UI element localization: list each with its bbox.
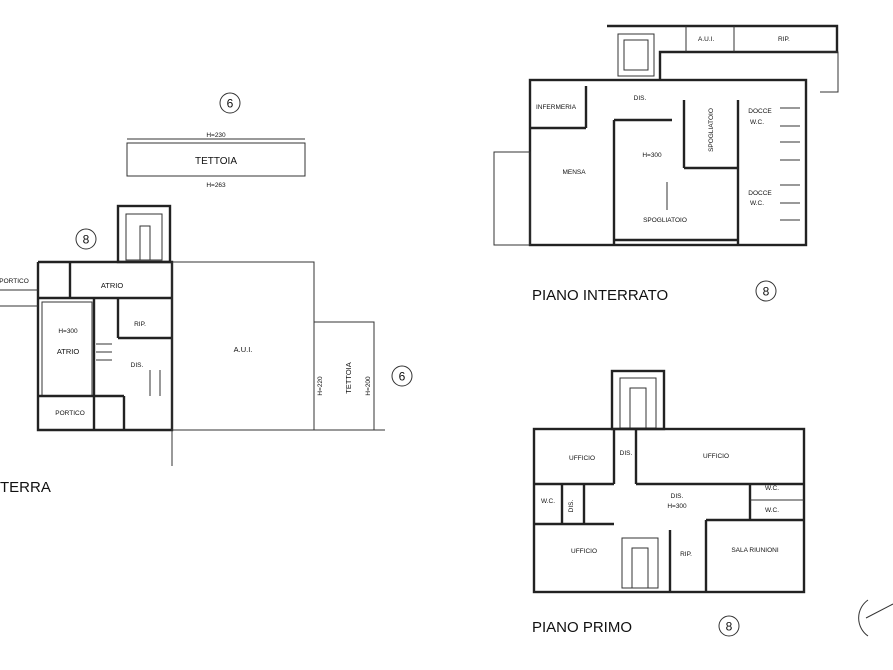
room-label-sala-riunioni: SALA RIUNIONI bbox=[731, 547, 779, 554]
room-label-wc-first: W.C. bbox=[541, 498, 555, 505]
room-label-portico-left: PORTICO bbox=[0, 278, 29, 285]
first-floor-title: PIANO PRIMO bbox=[532, 619, 632, 636]
room-height-label-basement: H=300 bbox=[642, 152, 662, 159]
room-label-ufficio-2: UFFICIO bbox=[703, 453, 729, 460]
room-label-spogliatoio-lower: SPOGLIATOIO bbox=[643, 217, 687, 224]
room-label-dis-basement: DIS. bbox=[634, 95, 647, 102]
canopy-side bbox=[313, 321, 375, 431]
first-floor-plan: UFFICIO DIS. UFFICIO W.C. DIS. DIS. H=30… bbox=[532, 369, 893, 637]
section-marker-6-top bbox=[219, 92, 241, 114]
room-label-infermeria: INFERMERIA bbox=[536, 104, 577, 111]
room-label-wc-lower: W.C. bbox=[765, 507, 779, 514]
room-label-docce-lower: DOCCE bbox=[748, 190, 772, 197]
svg-text:DIS.: DIS. bbox=[568, 499, 575, 512]
svg-text:6: 6 bbox=[227, 97, 234, 111]
ground-floor-plan: TETTOIA H=230 H=263 6 8 PORTICO ATRIO bbox=[0, 92, 413, 496]
room-label-atrio-lower: ATRIO bbox=[57, 347, 80, 356]
section-marker-8-first bbox=[718, 615, 740, 637]
svg-text:8: 8 bbox=[83, 233, 90, 247]
section-marker-8-ground bbox=[75, 228, 97, 250]
room-label-atrio-upper: ATRIO bbox=[101, 281, 124, 290]
canopy-top bbox=[126, 142, 306, 177]
svg-text:8: 8 bbox=[726, 620, 733, 634]
room-label-ufficio-1: UFFICIO bbox=[569, 455, 595, 462]
room-height-label: H=300 bbox=[58, 328, 78, 335]
ground-floor-title: TERRA bbox=[0, 479, 51, 496]
canopy-top-height-upper: H=230 bbox=[206, 132, 226, 139]
room-label-dis-first: DIS. bbox=[620, 450, 633, 457]
room-label-dis-center: DIS. bbox=[671, 493, 684, 500]
basement-title: PIANO INTERRATO bbox=[532, 287, 668, 304]
room-label-dis: DIS. bbox=[131, 362, 144, 369]
room-label-mensa: MENSA bbox=[562, 169, 586, 176]
room-label-aui-small: A.U.I. bbox=[698, 36, 714, 43]
canopy-top-label: TETTOIA bbox=[195, 156, 237, 167]
room-label-ufficio-3: UFFICIO bbox=[571, 548, 597, 555]
canopy-side-label: TETTOIA bbox=[344, 362, 353, 394]
room-label-spogliatoio-vertical: SPOGLIATOIO bbox=[708, 108, 715, 152]
svg-text:W.C.: W.C. bbox=[750, 200, 764, 207]
room-label-rip-first: RIP. bbox=[680, 551, 692, 558]
svg-text:H=220: H=220 bbox=[317, 376, 324, 396]
room-label-aui: A.U.I. bbox=[234, 345, 253, 354]
section-marker-8-basement bbox=[755, 280, 777, 302]
svg-text:6: 6 bbox=[399, 370, 406, 384]
svg-text:H=200: H=200 bbox=[365, 376, 372, 396]
room-label-docce-upper: DOCCE bbox=[748, 108, 772, 115]
room-label-rip: RIP. bbox=[134, 321, 146, 328]
basement-floor-plan: A.U.I. RIP. INFERMERIA DIS. MENSA H=300 … bbox=[493, 24, 839, 304]
room-label-portico: PORTICO bbox=[55, 410, 85, 417]
svg-text:W.C.: W.C. bbox=[750, 119, 764, 126]
canopy-top-height-lower: H=263 bbox=[206, 182, 226, 189]
north-arrow-fragment bbox=[858, 599, 869, 637]
section-marker-6-side bbox=[391, 365, 413, 387]
room-label-rip-basement: RIP. bbox=[778, 36, 790, 43]
svg-text:8: 8 bbox=[763, 285, 770, 299]
room-label-wc-upper: W.C. bbox=[765, 485, 779, 492]
svg-text:H=300: H=300 bbox=[667, 503, 687, 510]
